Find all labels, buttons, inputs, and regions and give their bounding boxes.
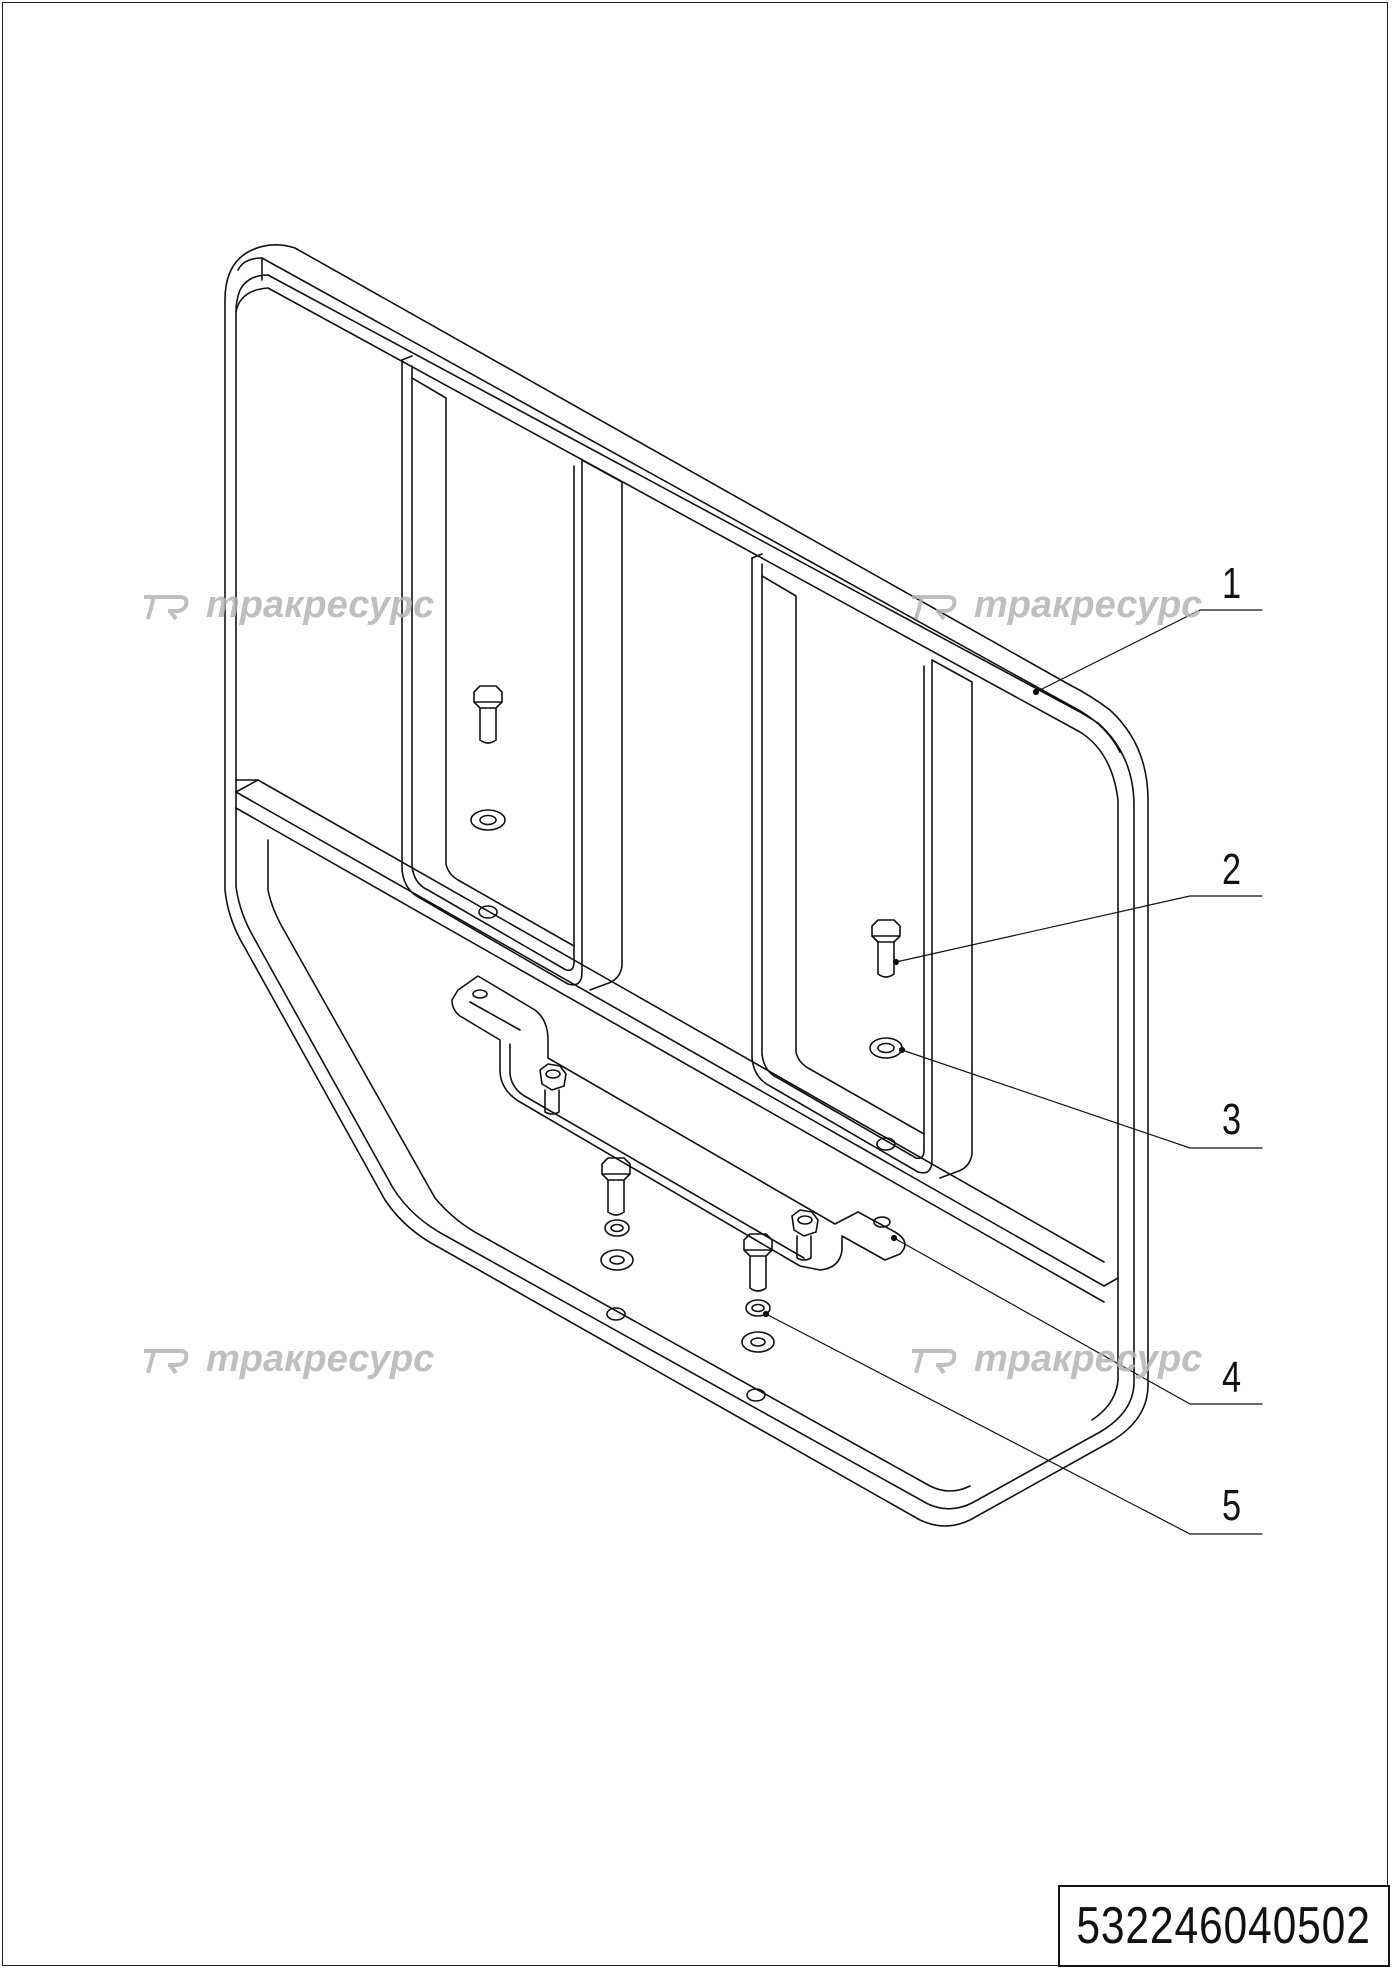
bolt-part-2-left-upper (473, 685, 503, 744)
washer-lower-right (741, 1331, 775, 1353)
callout-2: 2 (1222, 845, 1242, 894)
bracket-bolt-right (791, 1209, 819, 1261)
bolt-part-2-lower-left (601, 1157, 631, 1216)
watermark-text: тракресурс (974, 584, 1203, 626)
frame-part-1 (224, 244, 1149, 1527)
watermark-text: тракресурс (206, 1338, 435, 1380)
watermark-logo-icon (912, 1348, 957, 1374)
watermark-logo-icon (912, 594, 957, 620)
spring-washer-part-5 (745, 1299, 771, 1317)
watermark-logo-icon (144, 594, 189, 620)
watermark-text: тракресурс (206, 584, 435, 626)
bolt-part-2-lower-right (743, 1233, 773, 1292)
part-number: 532246040502 (1076, 1897, 1372, 1955)
watermark-top-right: тракресурс (908, 584, 1202, 627)
watermark-bottom-right: тракресурс (908, 1338, 1202, 1381)
leader-3 (901, 1049, 1263, 1149)
callout-5: 5 (1222, 1481, 1242, 1530)
callout-4: 4 (1222, 1353, 1242, 1402)
leader-1 (1035, 609, 1263, 693)
watermark-bottom-left: тракресурс (140, 1338, 434, 1381)
bolt-part-2-right (871, 919, 901, 978)
watermark-logo-icon (144, 1348, 189, 1374)
callout-1: 1 (1222, 559, 1242, 608)
washer-part-3-left (470, 809, 506, 831)
watermark-top-left: тракресурс (140, 584, 434, 627)
bracket-bolt-left (539, 1063, 567, 1115)
watermark-text: тракресурс (974, 1338, 1203, 1380)
leader-5 (765, 1313, 1263, 1535)
bracket-part-4 (451, 975, 906, 1271)
callout-3: 3 (1222, 1095, 1242, 1144)
washer-lower-left (600, 1249, 634, 1271)
washer-part-3-right (869, 1037, 903, 1059)
leader-lines (762, 609, 1263, 1535)
leader-4 (893, 1237, 1263, 1405)
leader-2 (895, 895, 1263, 963)
part-number-box: 532246040502 (1058, 1885, 1390, 1967)
spring-washer-lower-left (604, 1219, 630, 1237)
